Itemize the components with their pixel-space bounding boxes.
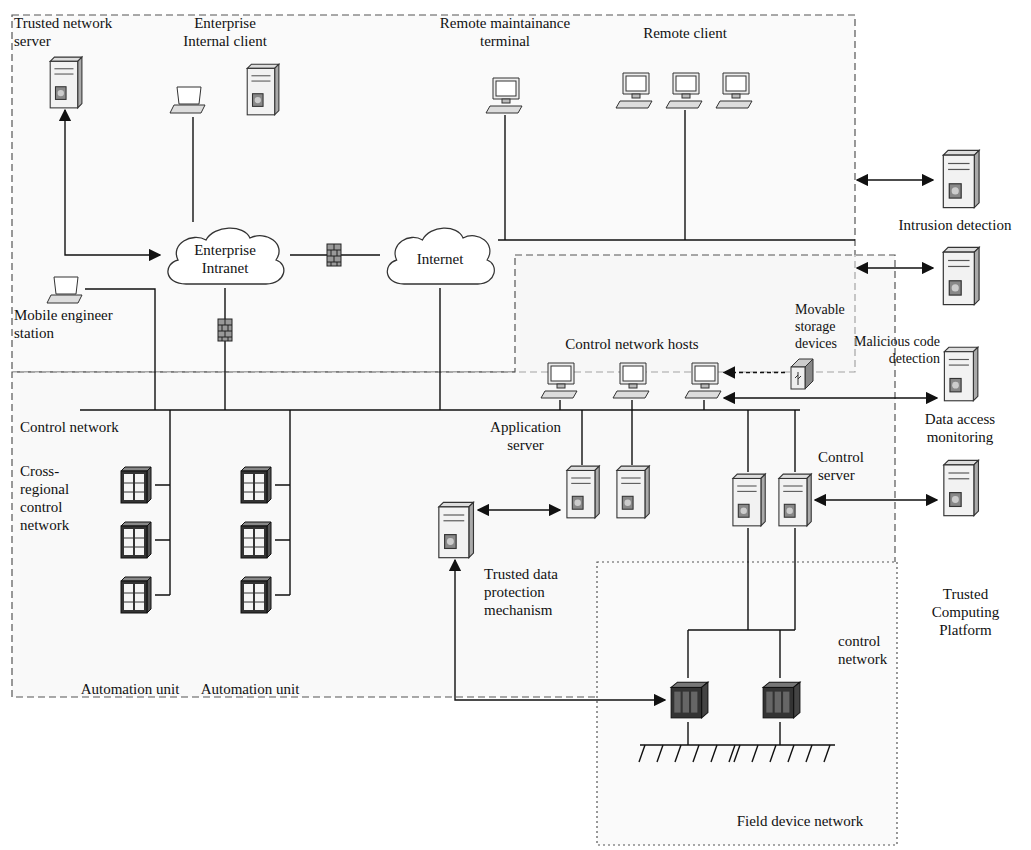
node-label: Data access monitoring bbox=[905, 410, 1015, 446]
laptop-icon bbox=[170, 87, 205, 113]
connector bbox=[724, 397, 937, 398]
firewall-icon bbox=[327, 244, 341, 266]
field-wire bbox=[693, 745, 699, 762]
automation-rack-icon bbox=[241, 577, 271, 613]
node-label: Enterprise Intranet bbox=[185, 241, 265, 277]
automation-rack-icon bbox=[241, 522, 271, 558]
connector bbox=[724, 372, 785, 373]
device-node: Trusted Computing Platform bbox=[937, 458, 983, 518]
node-label: Control server bbox=[818, 448, 873, 484]
device-node: Trusted network server bbox=[45, 55, 85, 110]
field-wire bbox=[734, 745, 740, 762]
device-node: Automation unit bbox=[235, 465, 275, 615]
device-node: Movable storage devices bbox=[785, 355, 815, 390]
field-wire bbox=[824, 745, 830, 762]
device-node: Mobile engineer station bbox=[45, 275, 85, 305]
device-node: Control server bbox=[727, 472, 815, 528]
connector bbox=[478, 509, 560, 510]
connector bbox=[65, 110, 160, 255]
device-node: Remote client bbox=[615, 70, 755, 110]
network-label: Cross-regional control network bbox=[20, 462, 86, 534]
device-node: Intrusion detection bbox=[937, 148, 983, 210]
node-label: Mobile engineer station bbox=[14, 306, 124, 342]
laptop-icon bbox=[47, 277, 82, 303]
device-node: Control network hosts bbox=[540, 360, 724, 400]
automation-rack-icon bbox=[121, 467, 151, 503]
connector bbox=[815, 499, 937, 500]
connector bbox=[192, 117, 193, 222]
field-wire bbox=[729, 745, 735, 762]
server-icon bbox=[247, 64, 279, 115]
node-label: Internet bbox=[400, 250, 480, 268]
device-node: Automation unit bbox=[115, 465, 155, 615]
node-label: Automation unit bbox=[75, 680, 185, 698]
node-label: Trusted data protection mechanism bbox=[484, 565, 569, 619]
node-label: Trusted network server bbox=[14, 14, 124, 50]
firewall-icon bbox=[218, 319, 232, 341]
connector bbox=[455, 560, 665, 700]
device-node: Remote maintainance terminal bbox=[485, 75, 525, 115]
workstation-icon bbox=[486, 78, 522, 113]
workstation-icon bbox=[666, 73, 702, 108]
server-icon bbox=[617, 466, 649, 518]
usb-icon bbox=[791, 359, 813, 389]
node-label: Remote client bbox=[625, 24, 745, 42]
device-node: Application server bbox=[560, 464, 654, 520]
field-wire bbox=[770, 745, 776, 762]
node-label: Automation unit bbox=[195, 680, 305, 698]
workstation-icon bbox=[613, 363, 649, 398]
device-icons bbox=[47, 57, 979, 718]
automation-rack-icon bbox=[121, 577, 151, 613]
node-label: Application server bbox=[478, 418, 573, 454]
plc-icon bbox=[763, 682, 800, 718]
field-wire bbox=[657, 745, 663, 762]
automation-rack-icon bbox=[121, 522, 151, 558]
field-region-outline bbox=[597, 562, 897, 845]
device-node: Malicious code detection bbox=[937, 245, 983, 307]
node-label: Remote maintainance terminal bbox=[435, 14, 575, 50]
field-wire bbox=[806, 745, 812, 762]
field-wire bbox=[788, 745, 794, 762]
device-node: Data access monitoring bbox=[937, 345, 983, 403]
cloud-outline bbox=[168, 228, 284, 284]
workstation-icon bbox=[541, 363, 577, 398]
workstation-icon bbox=[685, 363, 721, 398]
device-node: Enterprise Internal client bbox=[168, 62, 281, 117]
server-icon bbox=[567, 466, 599, 518]
server-icon bbox=[943, 150, 979, 207]
device-node: Field device network bbox=[665, 678, 805, 722]
server-icon bbox=[439, 502, 474, 557]
node-label: Control network hosts bbox=[547, 335, 717, 353]
plc-icon bbox=[671, 682, 708, 718]
field-wire bbox=[675, 745, 681, 762]
workstation-icon bbox=[616, 73, 652, 108]
node-label: Malicious code detection bbox=[848, 334, 940, 368]
automation-rack-icon bbox=[241, 467, 271, 503]
server-icon bbox=[733, 474, 765, 526]
field-wire bbox=[639, 745, 645, 762]
node-label: Intrusion detection bbox=[880, 216, 1030, 234]
network-label: Control network bbox=[20, 418, 160, 436]
workstation-icon bbox=[716, 73, 752, 108]
network-wires bbox=[80, 110, 933, 762]
server-icon bbox=[779, 474, 811, 526]
cloud-outline bbox=[387, 228, 494, 284]
field-wire bbox=[711, 745, 717, 762]
node-label: Enterprise Internal client bbox=[175, 14, 275, 50]
node-label: Movable storage devices bbox=[795, 302, 847, 352]
server-icon bbox=[50, 57, 82, 108]
server-icon bbox=[944, 347, 977, 401]
device-node: Trusted data protection mechanism bbox=[432, 500, 478, 560]
network-cloud: Enterprise Intranet bbox=[160, 222, 290, 288]
node-label: Trusted Computing Platform bbox=[918, 585, 1013, 639]
server-icon bbox=[944, 460, 979, 515]
field-wire bbox=[752, 745, 758, 762]
network-label: control network bbox=[838, 632, 894, 668]
network-cloud: Internet bbox=[380, 222, 500, 288]
node-label: Field device network bbox=[730, 812, 870, 830]
server-icon bbox=[943, 247, 979, 304]
